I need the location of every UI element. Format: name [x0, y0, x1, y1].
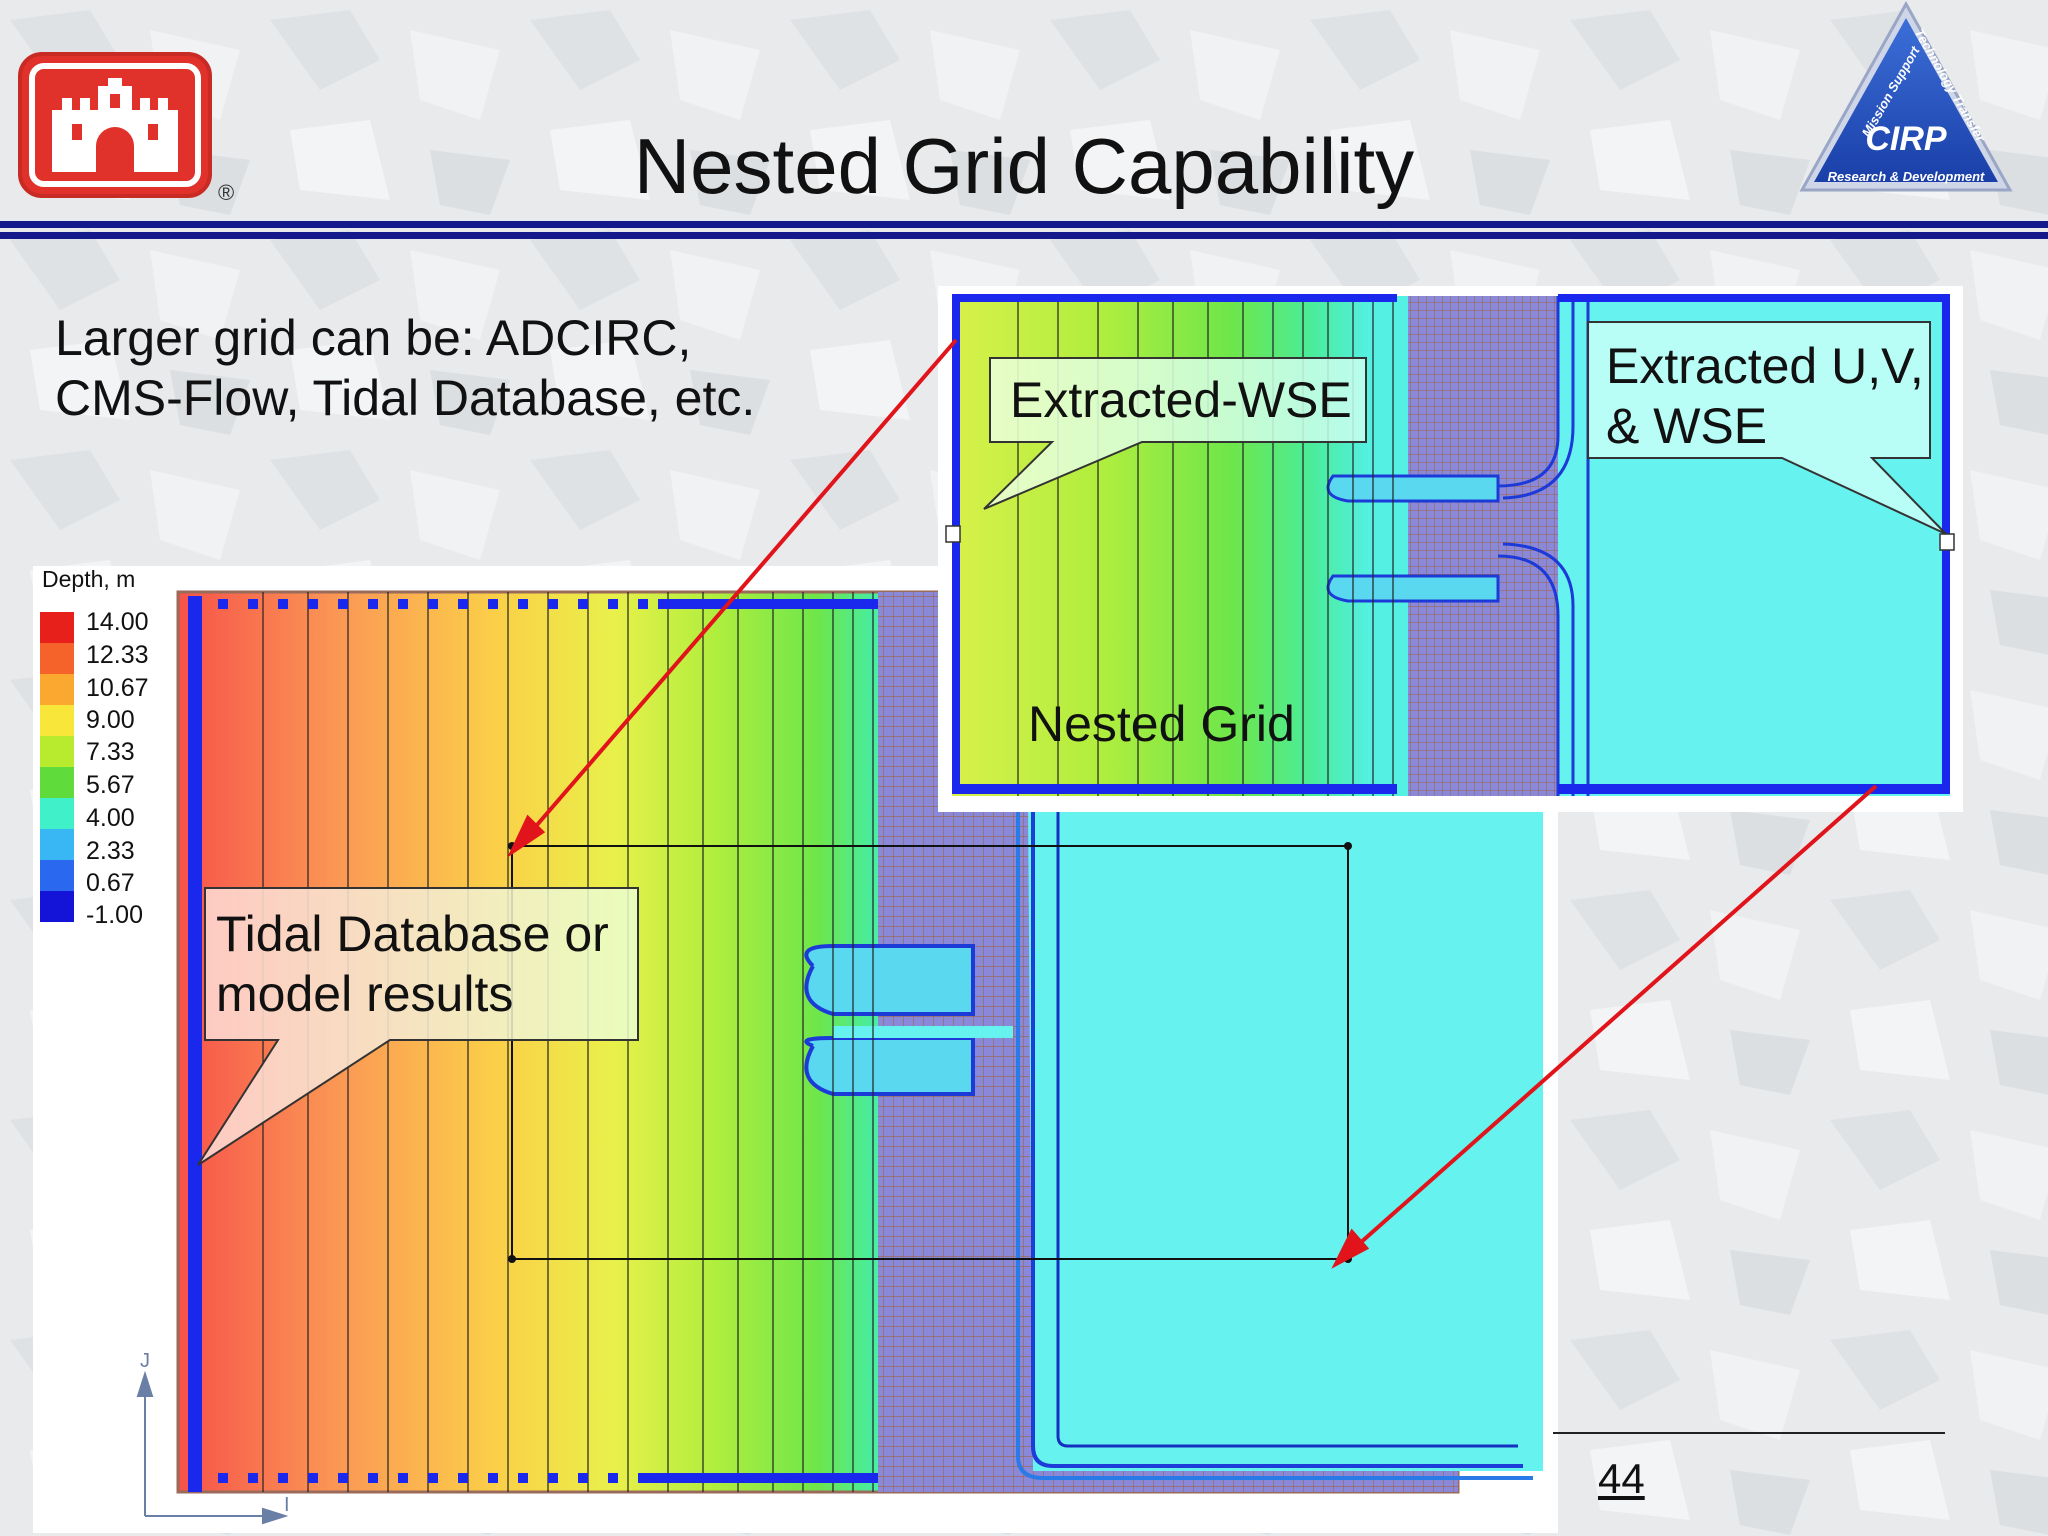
- legend-swatch-3: [40, 705, 74, 736]
- bullet-text: Larger grid can be: ADCIRC, CMS-Flow, Ti…: [55, 308, 755, 428]
- axis-i-label: I: [284, 1494, 290, 1516]
- legend-label-8: 0.67: [86, 869, 135, 897]
- legend-label-0: 14.00: [86, 608, 149, 636]
- legend-swatch-9: [40, 891, 74, 922]
- uv-callout-box: [1587, 321, 1947, 535]
- legend-swatch-1: [40, 643, 74, 674]
- legend-label-6: 4.00: [86, 804, 135, 832]
- nested-grid-label: Nested Grid: [1028, 696, 1295, 752]
- slide-title: Nested Grid Capability: [633, 122, 1415, 210]
- legend-color-bar: [40, 612, 74, 922]
- title-rule: [0, 221, 2048, 228]
- uv-callout-text: Extracted U,V, & WSE: [1606, 336, 1924, 456]
- badge-bottom-text: Research & Development: [1828, 169, 1985, 184]
- wse-callout-text: Extracted-WSE: [1010, 372, 1352, 428]
- tidal-callout-line-1: Tidal Database or: [216, 906, 609, 962]
- title-rule-secondary: [0, 232, 2048, 239]
- legend-swatch-6: [40, 798, 74, 829]
- legend-swatch-2: [40, 674, 74, 705]
- legend-swatch-5: [40, 767, 74, 798]
- legend-label-1: 12.33: [86, 641, 149, 669]
- page-number: 44: [1598, 1455, 1645, 1502]
- legend-label-5: 5.67: [86, 771, 135, 799]
- badge-center-text: CIRP: [1865, 120, 1947, 158]
- legend-label-2: 10.67: [86, 674, 149, 702]
- legend-title: Depth, m: [42, 566, 136, 592]
- legend-label-7: 2.33: [86, 837, 135, 865]
- uv-callout-line-1: Extracted U,V,: [1606, 338, 1924, 394]
- cirp-badge: CIRP Research & Development Mission Supp…: [1799, 0, 2013, 192]
- footer-rule: [1553, 1432, 1945, 1434]
- tidal-callout-text: Tidal Database or model results: [216, 904, 609, 1024]
- legend-swatch-0: [40, 612, 74, 643]
- uv-callout-line-2: & WSE: [1606, 398, 1768, 454]
- axis-j-label: J: [140, 1350, 150, 1372]
- legend-swatch-4: [40, 736, 74, 767]
- tidal-callout-box: [197, 887, 639, 1166]
- bullet-line-1: Larger grid can be: ADCIRC,: [55, 310, 692, 366]
- legend-label-4: 7.33: [86, 738, 135, 766]
- legend-swatch-7: [40, 829, 74, 860]
- tidal-callout-line-2: model results: [216, 966, 514, 1022]
- castle-icon: [18, 52, 212, 198]
- wse-callout-box: [983, 357, 1367, 510]
- legend-swatch-8: [40, 860, 74, 891]
- legend-label-3: 9.00: [86, 706, 135, 734]
- registered-mark: ®: [218, 180, 235, 205]
- legend-label-9: -1.00: [86, 901, 143, 929]
- bullet-line-2: CMS-Flow, Tidal Database, etc.: [55, 370, 756, 426]
